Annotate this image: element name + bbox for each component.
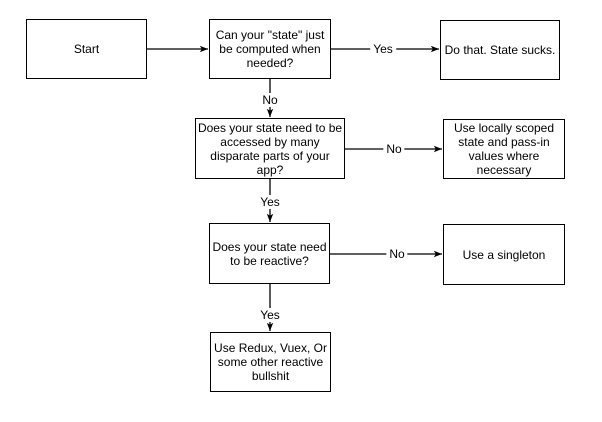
- edge-label-reactive-no: No: [386, 247, 408, 261]
- node-start: Start: [26, 19, 147, 79]
- edge-label-computed-no: No: [259, 93, 281, 107]
- edge-label-disparate-yes: Yes: [257, 195, 283, 209]
- edge-label-reactive-yes: Yes: [257, 308, 283, 322]
- node-answer-redux-vuex: Use Redux, Vuex, Or some other reactive …: [210, 332, 331, 392]
- edge-label-disparate-no: No: [383, 142, 405, 156]
- node-question-state-computed: Can your "state" just be computed when n…: [209, 19, 331, 79]
- node-answer-do-that-state-sucks: Do that. State sucks.: [440, 20, 560, 80]
- node-question-reactive-state: Does your state need to be reactive?: [209, 223, 330, 284]
- node-answer-use-singleton: Use a singleton: [443, 224, 565, 285]
- node-question-disparate-access: Does your state need to be accessed by m…: [195, 118, 345, 179]
- node-answer-locally-scoped-state: Use locally scoped state and pass-in val…: [443, 119, 565, 179]
- edge-label-computed-yes: Yes: [370, 42, 396, 56]
